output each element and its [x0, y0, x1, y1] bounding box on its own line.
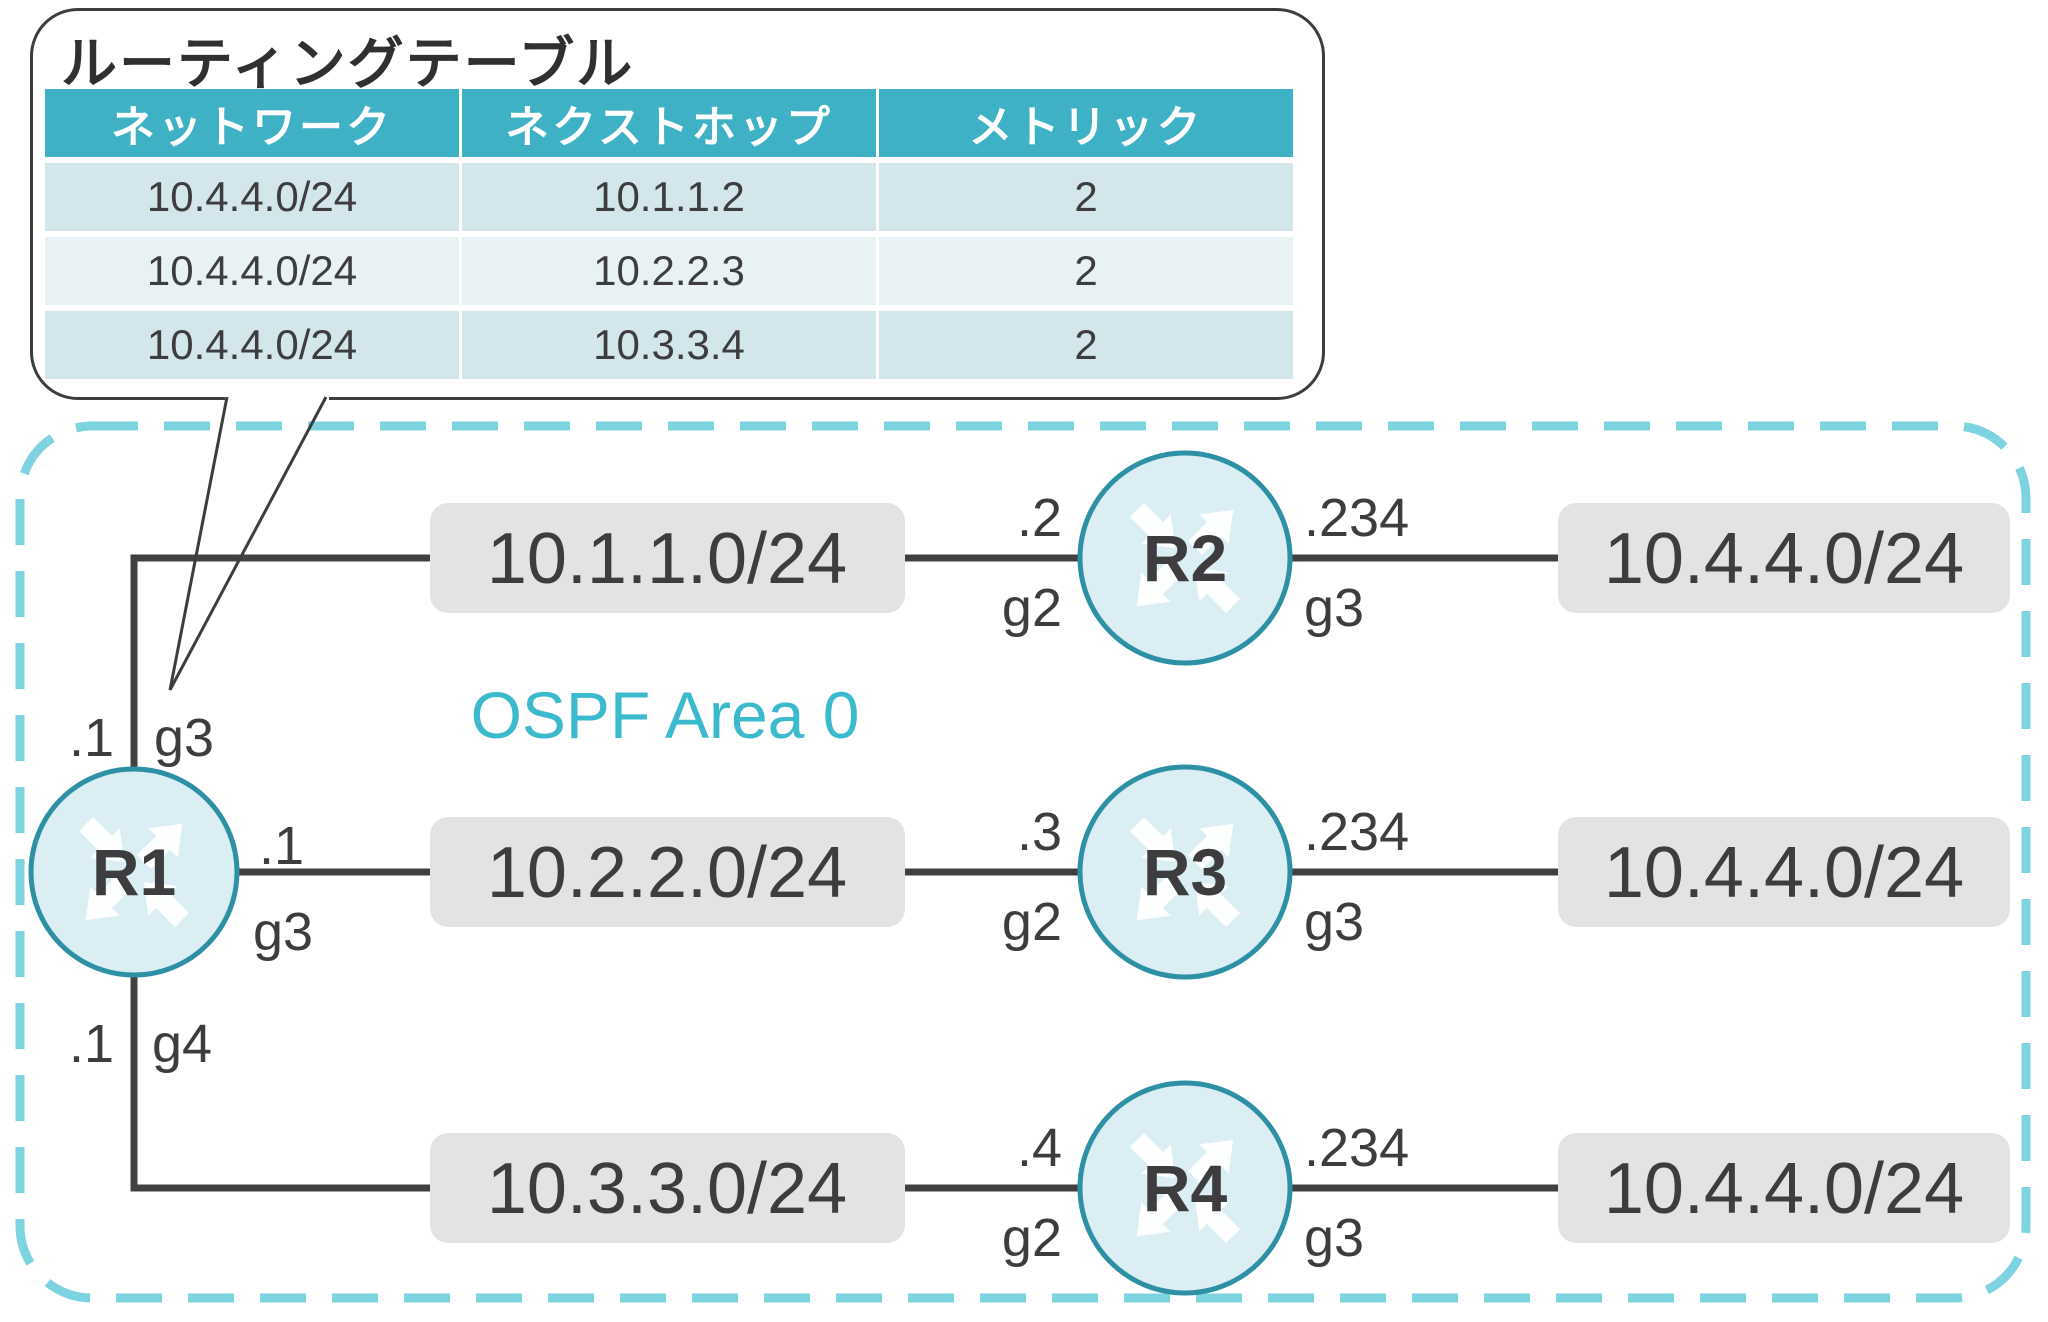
network-box-right-2: 10.4.4.0/24 [1558, 817, 2010, 927]
network-boxes-left: 10.1.1.0/24 10.2.2.0/24 10.3.3.0/24 [430, 503, 905, 1243]
callout-title: ルーティングテーブル [61, 32, 635, 95]
iface-r3-left-addr: .3 [1017, 802, 1062, 862]
network-box-label: 10.1.1.0/24 [487, 519, 847, 599]
ospf-area-dashed-border [15, 421, 2031, 1303]
router-label: R3 [1143, 835, 1227, 909]
network-box-10.2.2.0: 10.2.2.0/24 [430, 817, 905, 927]
router-icon [1077, 1080, 1293, 1296]
router-r3: R3 [1077, 764, 1293, 980]
network-box-right-1: 10.4.4.0/24 [1558, 503, 2010, 613]
iface-r3-left-port: g2 [1002, 892, 1062, 952]
router-icon [28, 766, 240, 978]
network-box-label: 10.4.4.0/24 [1604, 1149, 1964, 1229]
router-r2: R2 [1077, 450, 1293, 666]
table-cell-metric: 2 [879, 311, 1293, 379]
router-r1: R1 [28, 766, 240, 978]
network-box-label: 10.2.2.0/24 [487, 833, 847, 913]
router-label: R4 [1143, 1151, 1228, 1225]
routing-table: ネットワーク ネクストホップ メトリック 10.4.4.0/24 10.1.1.… [45, 89, 1293, 379]
network-box-label: 10.4.4.0/24 [1604, 833, 1964, 913]
col-header-metric: メトリック [879, 89, 1293, 157]
table-cell-network: 10.4.4.0/24 [45, 311, 459, 379]
table-cell-nexthop: 10.2.2.3 [462, 237, 876, 305]
table-cell-network: 10.4.4.0/24 [45, 163, 459, 231]
iface-r1-mid-addr: .1 [259, 816, 304, 876]
iface-r2-left-port: g2 [1002, 578, 1062, 638]
network-box-10.3.3.0: 10.3.3.0/24 [430, 1133, 905, 1243]
col-header-network: ネットワーク [45, 89, 459, 157]
router-label: R1 [92, 835, 176, 909]
router-icon [1077, 450, 1293, 666]
routing-table-callout: ルーティングテーブル ネットワーク ネクストホップ メトリック 10.4.4.0… [30, 8, 1325, 400]
router-label: R2 [1143, 521, 1227, 595]
network-boxes-right: 10.4.4.0/24 10.4.4.0/24 10.4.4.0/24 [1558, 503, 2010, 1243]
network-box-rect [1558, 503, 2010, 613]
iface-r4-left-addr: .4 [1017, 1118, 1062, 1178]
network-box-rect [430, 817, 905, 927]
network-box-rect [1558, 1133, 2010, 1243]
network-box-rect [430, 1133, 905, 1243]
iface-r1-down-port: g4 [152, 1014, 212, 1074]
iface-r4-right-addr: .234 [1304, 1118, 1409, 1178]
table-cell-metric: 2 [879, 237, 1293, 305]
ospf-area-label: OSPF Area 0 [471, 678, 860, 752]
link-row1 [130, 554, 2000, 775]
iface-r1-down-addr: .1 [69, 1014, 114, 1074]
table-cell-nexthop: 10.1.1.2 [462, 163, 876, 231]
table-cell-nexthop: 10.3.3.4 [462, 311, 876, 379]
routers: R1 R2 [28, 450, 1293, 1296]
network-box-rect [430, 503, 905, 613]
network-box-right-3: 10.4.4.0/24 [1558, 1133, 2010, 1243]
table-cell-network: 10.4.4.0/24 [45, 237, 459, 305]
iface-r2-left-addr: .2 [1017, 488, 1062, 548]
iface-r3-right-addr: .234 [1304, 802, 1409, 862]
iface-r1-up-port: g3 [154, 708, 214, 768]
network-box-label: 10.3.3.0/24 [487, 1149, 847, 1229]
iface-r4-left-port: g2 [1002, 1208, 1062, 1268]
network-box-10.1.1.0: 10.1.1.0/24 [430, 503, 905, 613]
iface-r4-right-port: g3 [1304, 1208, 1364, 1268]
iface-r1-mid-port: g3 [253, 902, 313, 962]
iface-r1-up-addr: .1 [69, 708, 114, 768]
router-icon [1077, 764, 1293, 980]
table-cell-metric: 2 [879, 163, 1293, 231]
network-box-label: 10.4.4.0/24 [1604, 519, 1964, 599]
iface-r2-right-addr: .234 [1304, 488, 1409, 548]
col-header-nexthop: ネクストホップ [462, 89, 876, 157]
link-row3 [130, 970, 2000, 1192]
router-r4: R4 [1077, 1080, 1293, 1296]
network-box-rect [1558, 817, 2010, 927]
interface-labels: .1 g3 .1 g3 .1 g4 .2 g2 .234 g3 .3 g2 .2… [69, 488, 1409, 1268]
iface-r2-right-port: g3 [1304, 578, 1364, 638]
iface-r3-right-port: g3 [1304, 892, 1364, 952]
